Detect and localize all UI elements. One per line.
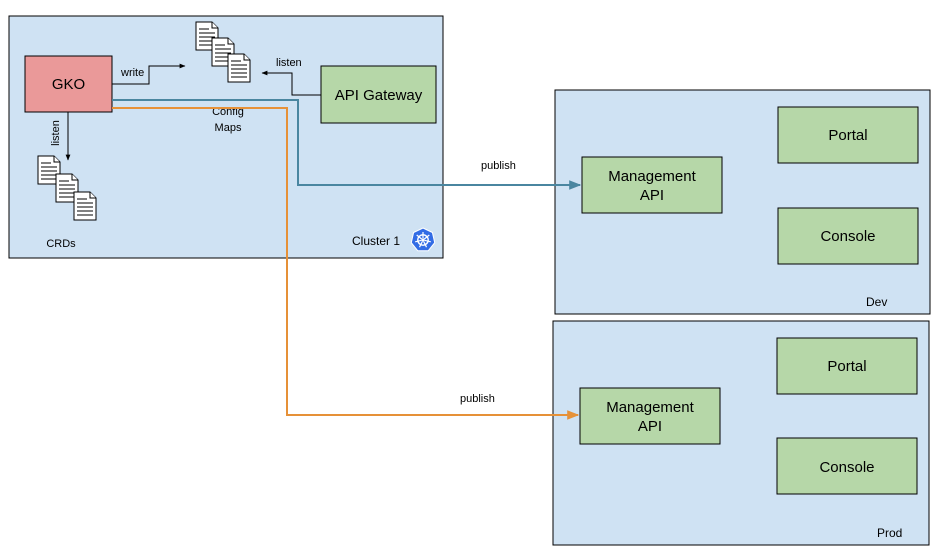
dev-management-api-label-line2: API: [640, 187, 664, 204]
publish-dev-edge-label: publish: [481, 160, 516, 172]
cluster-1-label: Cluster 1: [352, 234, 400, 248]
prod-management-api-label-line2: API: [638, 418, 662, 435]
publish-dev-edge: [112, 99, 582, 190]
dev-portal-node[interactable]: [777, 106, 919, 164]
dev-management-api-label-line1: Management: [608, 168, 696, 185]
dev-portal-label: Portal: [828, 127, 867, 144]
dev-management-api-node[interactable]: [581, 156, 723, 214]
dev-label: Dev: [866, 295, 887, 309]
crds-label: CRDs: [46, 238, 76, 250]
listen-crds-edge-label: listen: [50, 120, 62, 146]
prod-management-api-node[interactable]: [579, 387, 721, 445]
gko-label: GKO: [52, 76, 85, 93]
kubernetes-icon: [410, 227, 436, 252]
prod-portal-label: Portal: [827, 358, 866, 375]
gko-node[interactable]: [24, 55, 113, 113]
publish-prod-edge: [112, 107, 580, 420]
config-maps-label-line2: Maps: [215, 122, 242, 134]
dev-console-node[interactable]: [777, 207, 919, 265]
api-gateway-label: API Gateway: [335, 87, 423, 104]
publish-prod-edge-label: publish: [460, 393, 495, 405]
prod-console-label: Console: [819, 459, 874, 476]
write-edge: [112, 63, 186, 85]
prod-console-node[interactable]: [776, 437, 918, 495]
listen-gateway-edge-label: listen: [276, 57, 302, 69]
dev-console-label: Console: [820, 228, 875, 245]
write-edge-label: write: [120, 67, 144, 79]
listen-gateway-edge: [261, 70, 321, 96]
prod-portal-node[interactable]: [776, 337, 918, 395]
prod-label: Prod: [877, 526, 902, 540]
prod-management-api-label-line1: Management: [606, 399, 694, 416]
